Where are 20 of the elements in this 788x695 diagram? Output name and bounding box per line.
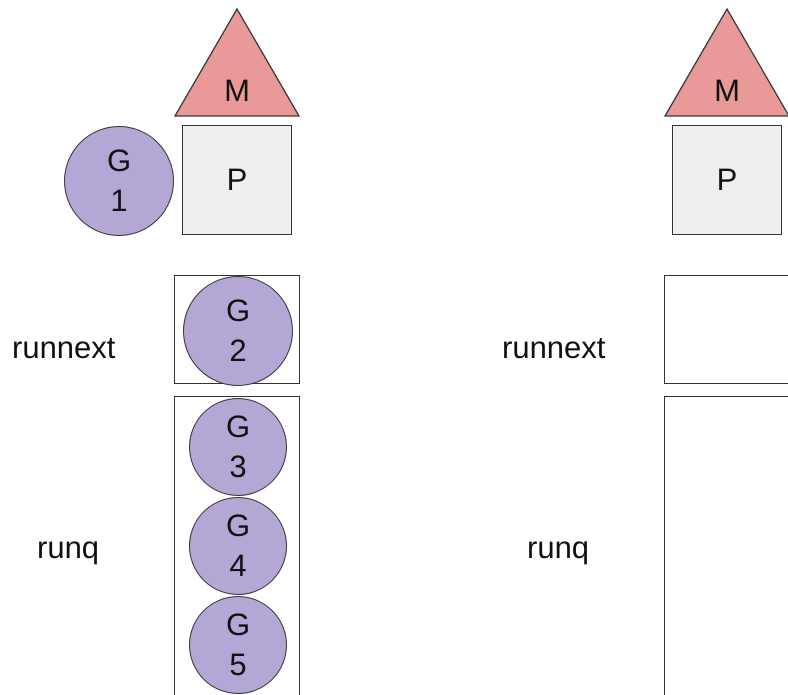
square-node xyxy=(672,125,782,235)
node-label: M xyxy=(223,73,251,109)
node-label: G 3 xyxy=(224,408,252,486)
node-label: G 5 xyxy=(224,606,252,684)
square-node xyxy=(182,125,292,235)
queue-label: runq xyxy=(527,530,590,566)
node-label: G 4 xyxy=(224,507,252,585)
node-label: P xyxy=(226,161,248,199)
node-label: G 1 xyxy=(106,142,132,220)
queue-label: runnext xyxy=(12,330,116,366)
triangle-node xyxy=(664,8,788,117)
node-label: M xyxy=(713,73,741,109)
box-node xyxy=(664,275,788,384)
node-label: G 2 xyxy=(224,292,252,370)
queue-label: runnext xyxy=(502,330,606,366)
box-node xyxy=(174,396,300,695)
node-label: P xyxy=(716,161,738,199)
queue-label: runq xyxy=(37,530,100,566)
triangle-node xyxy=(174,8,300,117)
box-node xyxy=(664,396,788,695)
